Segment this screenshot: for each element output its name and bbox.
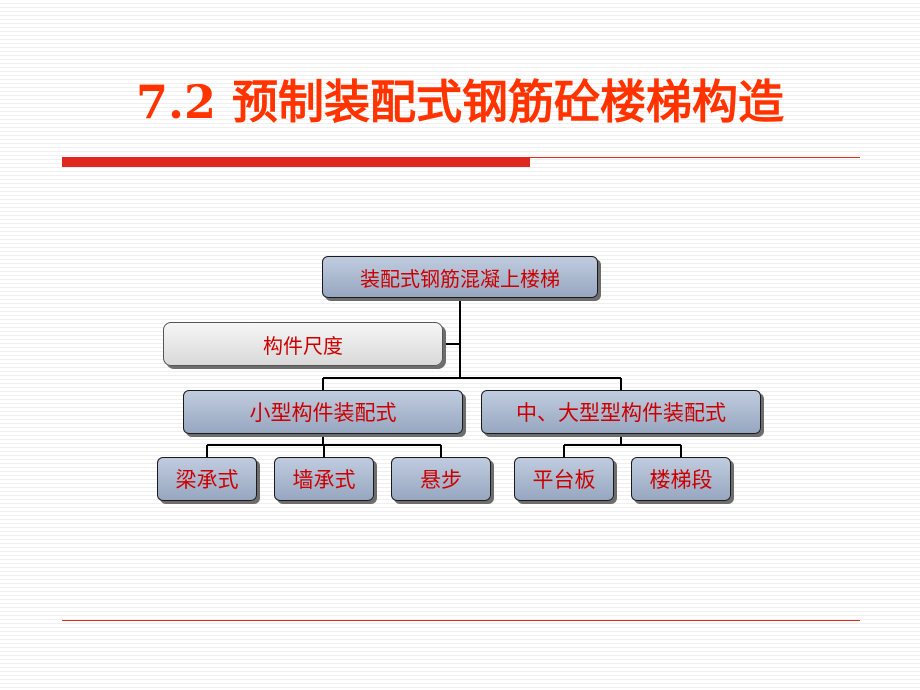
- node-root: 装配式钢筋混凝上楼梯: [322, 256, 598, 298]
- node-cantilever-step: 悬步: [391, 457, 491, 501]
- node-large-component: 中、大型型构件装配式: [481, 390, 761, 434]
- footer-rule: [62, 620, 860, 621]
- node-beam-supported: 梁承式: [157, 457, 257, 501]
- title-underline-thick: [62, 157, 530, 167]
- slide-title: 7.2 预制装配式钢筋砼楼梯构造: [135, 75, 785, 129]
- title-underline-thin: [530, 157, 860, 158]
- node-platform-slab: 平台板: [514, 457, 614, 501]
- node-wall-supported: 墙承式: [274, 457, 374, 501]
- node-component-scale: 构件尺度: [163, 322, 443, 366]
- node-stair-flight: 楼梯段: [631, 457, 731, 501]
- node-small-component: 小型构件装配式: [183, 390, 463, 434]
